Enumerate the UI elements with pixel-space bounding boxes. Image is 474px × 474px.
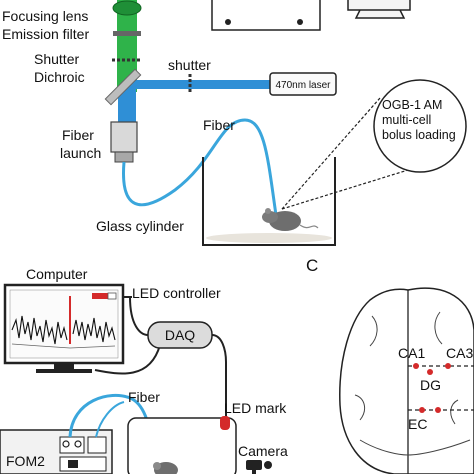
fiber-label-top: Fiber (203, 117, 235, 133)
top-equipment-box (211, 0, 321, 31)
fom-label: FOM2 (6, 453, 45, 469)
ca1-label: CA1 (398, 345, 425, 361)
brain-cerebellum (359, 439, 471, 456)
focusing-lens-label: Focusing lens (2, 8, 88, 24)
fom-port-2 (74, 440, 82, 448)
focusing-lens (112, 0, 142, 16)
top-optical-setup: 470nm laser OGB-1 AM multi-cell bolus lo… (2, 0, 467, 246)
computer-label: Computer (26, 266, 88, 282)
fom-display-button (68, 460, 78, 468)
brain-outline (339, 287, 474, 474)
fiber-launch (110, 121, 138, 153)
fiber-launch-label-1: Fiber (62, 127, 94, 143)
callout-line-1 (281, 97, 381, 210)
glass-cylinder (202, 157, 336, 246)
callout-line-3-text: bolus loading (382, 128, 456, 142)
callout-line-2 (281, 169, 409, 210)
glass-cylinder-floor (206, 233, 332, 243)
callout-line-1-text: OGB-1 AM (382, 98, 442, 112)
fom-port-1 (62, 440, 70, 448)
camera-icon (246, 460, 272, 474)
dot-dg (427, 369, 433, 375)
cable-controller-to-daq (129, 296, 149, 336)
brain-diagram: CA1 CA3 DG EC (339, 287, 474, 474)
bottom-recording-setup: Computer LED controller DAQ FOM2 (0, 266, 288, 474)
dot-ec-1 (419, 407, 425, 413)
callout-circle (373, 79, 467, 173)
trace-baseline (11, 343, 116, 349)
emission-filter-label: Emission filter (2, 26, 89, 42)
dg-label: DG (420, 377, 441, 393)
excitation-beam (128, 80, 272, 89)
laser-box (269, 72, 337, 96)
excitation-beam-down (118, 88, 136, 122)
fiber-launch-tip (114, 151, 134, 163)
monitor-base (36, 369, 92, 373)
emission-filter (113, 31, 141, 36)
led-controller-label: LED controller (132, 285, 221, 301)
mouse-top (262, 208, 319, 231)
screen-indicator-box (107, 292, 117, 300)
fiber-launch-label-2: launch (60, 145, 101, 161)
daq-label: DAQ (165, 327, 195, 343)
dichroic-mirror (104, 68, 142, 106)
monitor-stand (54, 363, 74, 369)
brain-gyrus-left (354, 315, 378, 421)
mouse-bottom (153, 462, 178, 474)
daq-box (147, 321, 213, 349)
led-mark (220, 416, 230, 430)
ec-label: EC (408, 416, 427, 432)
fom-display (59, 456, 107, 472)
fiber-cable-bottom-2 (95, 401, 125, 438)
laser-label: 470nm laser (275, 80, 331, 91)
calcium-trace-after (72, 317, 116, 343)
connector-right (297, 19, 303, 25)
top-monitor (347, 0, 411, 19)
connector-left (225, 19, 231, 25)
arena-box (127, 417, 237, 474)
glass-cylinder-label: Glass cylinder (96, 218, 184, 234)
dot-ca1 (413, 363, 419, 369)
cable-monitor-to-fom (94, 344, 161, 375)
fom-port-panel-2 (87, 436, 107, 454)
fiber-label-bottom: Fiber (128, 389, 160, 405)
calcium-trace (11, 315, 68, 345)
dot-ec-2 (435, 407, 441, 413)
emission-beam (117, 0, 137, 92)
dichroic-label: Dichroic (34, 69, 85, 85)
screen-indicator (92, 293, 108, 299)
led-mark-label: LED mark (224, 400, 287, 416)
shutter-left-label: Shutter (34, 51, 79, 67)
ca3-label: CA3 (446, 345, 473, 361)
fiber-cable-top (121, 118, 278, 216)
cable-daq-to-led (211, 334, 227, 418)
callout-line-2-text: multi-cell (382, 113, 431, 127)
dot-ca3 (445, 363, 451, 369)
camera-label: Camera (238, 443, 288, 459)
panel-letter-c: C (306, 256, 318, 275)
shutter-top-label: shutter (168, 57, 211, 73)
